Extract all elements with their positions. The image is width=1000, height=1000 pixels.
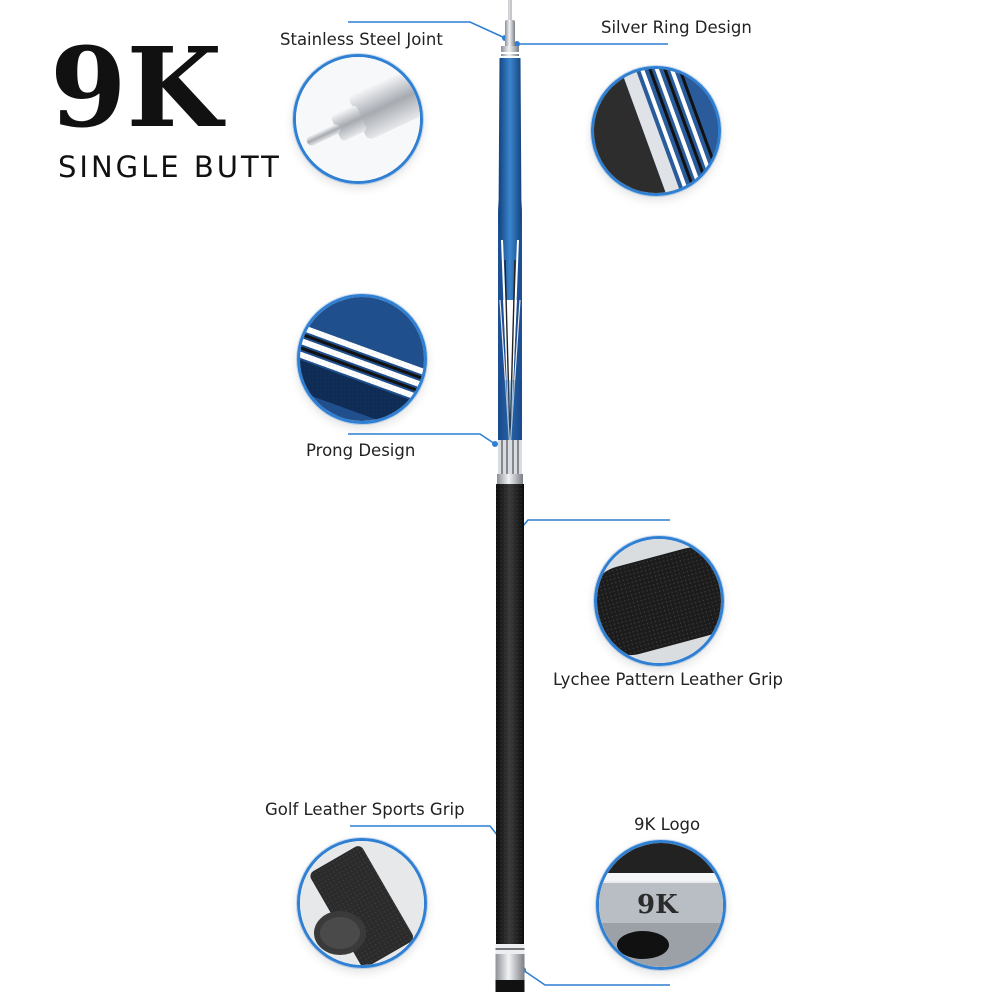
detail-image-prong [297,294,427,424]
detail-image-golf-grip [297,838,427,968]
brand-logo-text: 9K [50,34,226,152]
butt-cap [495,954,525,980]
silver-ring [501,46,519,56]
brand-subtitle: SINGLE BUTT [58,150,282,184]
forearm-blue [498,58,522,300]
label-prong-design: Prong Design [306,441,416,460]
detail-image-lychee-grip [594,536,724,666]
detail-image-joint [293,54,423,184]
detail-logo-text: 9K [637,890,679,920]
callout-line-prong [348,433,496,445]
callout-dot-prong [492,441,498,447]
callout-line-logo [522,969,670,986]
detail-image-silver-ring [591,66,721,196]
callout-line-joint [348,21,506,39]
callout-dot-ring [514,41,520,47]
detail-image-9k-logo: 9K [596,840,726,970]
cue-stick [495,0,525,992]
label-silver-ring-design: Silver Ring Design [601,18,752,37]
label-9k-logo: 9K Logo [634,815,701,834]
joint-collar [505,20,515,48]
joint-pin [508,0,512,22]
brand-logo: 9K [50,34,226,152]
label-stainless-steel-joint: Stainless Steel Joint [280,30,443,49]
label-lychee-leather-grip: Lychee Pattern Leather Grip [553,670,784,689]
label-golf-leather-grip: Golf Leather Sports Grip [265,800,465,819]
